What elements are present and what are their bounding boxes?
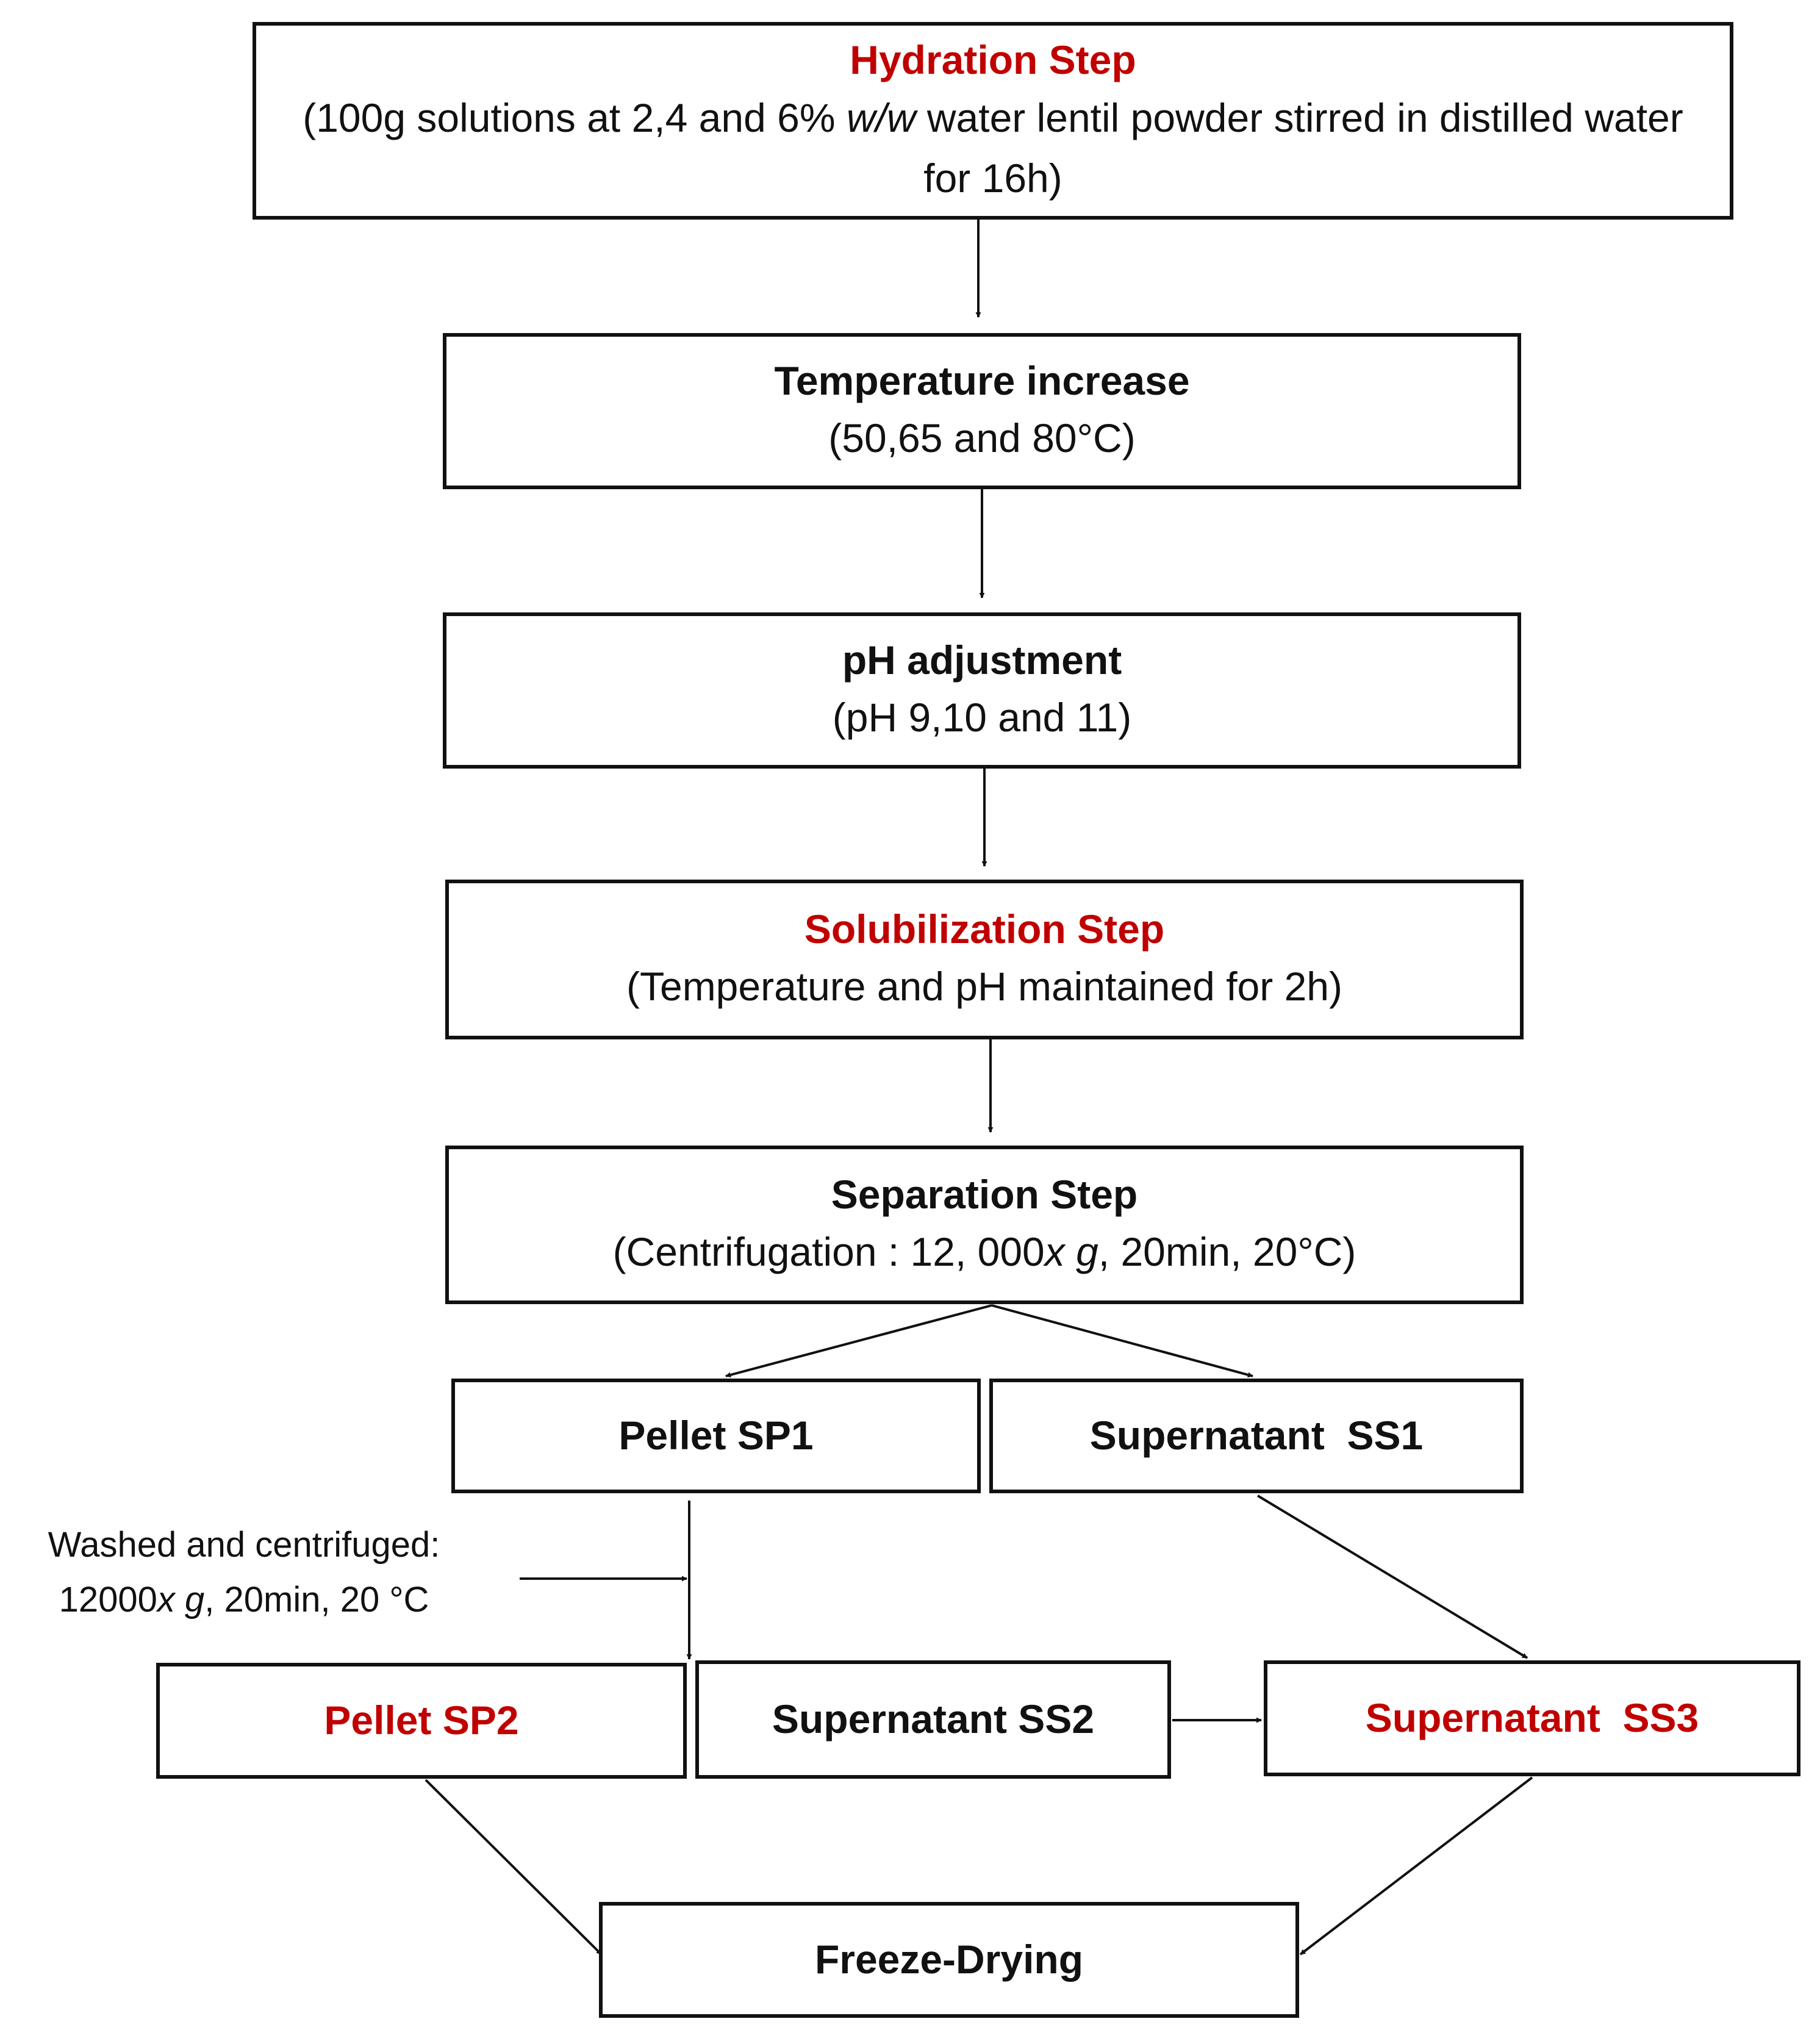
- supernatant-ss2-box: Supernatant SS2: [695, 1660, 1171, 1779]
- ph-adjustment-box: pH adjustment (pH 9,10 and 11): [443, 612, 1521, 769]
- pellet-sp1-title: Pellet SP1: [618, 1413, 814, 1458]
- solubilization-step-box: Solubilization Step (Temperature and pH …: [445, 880, 1524, 1039]
- solubilization-step-title: Solubilization Step: [804, 906, 1165, 952]
- wash-note-text-1: 12000: [59, 1579, 157, 1620]
- temperature-increase-detail: (50,65 and 80°C): [828, 415, 1136, 461]
- hydration-step-title: Hydration Step: [850, 37, 1136, 83]
- arrow-pellet-sp2-to-freeze-drying: [425, 1779, 603, 1956]
- arrow-ss3-to-freeze-drying: [1299, 1776, 1533, 1956]
- pellet-sp2-title: Pellet SP2: [324, 1698, 519, 1743]
- separation-step-title: Separation Step: [831, 1171, 1138, 1217]
- wash-note-text-2: , 20min, 20 °C: [204, 1579, 429, 1620]
- arrow-separation-to-pellet-sp1: [725, 1304, 992, 1378]
- freeze-drying-title: Freeze-Drying: [814, 1937, 1084, 1982]
- arrow-supernatant-ss1-to-ss3: [1256, 1494, 1528, 1659]
- supernatant-ss1-title: Supernatant SS1: [1089, 1413, 1424, 1458]
- wash-note-line2: 12000x g, 20min, 20 °C: [12, 1573, 476, 1627]
- supernatant-ss2-title: Supernatant SS2: [772, 1696, 1095, 1742]
- hydration-detail-italic: w/w: [846, 95, 916, 140]
- hydration-detail-text-1: (100g solutions at 2,4 and 6%: [303, 95, 847, 140]
- temperature-increase-box: Temperature increase (50,65 and 80°C): [443, 333, 1521, 489]
- temperature-increase-title: Temperature increase: [774, 357, 1190, 403]
- ph-adjustment-detail: (pH 9,10 and 11): [832, 695, 1132, 741]
- wash-note: Washed and centrifuged: 12000x g, 20min,…: [12, 1518, 476, 1627]
- hydration-step-box: Hydration Step (100g solutions at 2,4 an…: [253, 22, 1733, 220]
- ph-adjustment-title: pH adjustment: [842, 637, 1122, 683]
- wash-note-line1: Washed and centrifuged:: [48, 1525, 440, 1565]
- pellet-sp2-box: Pellet SP2: [156, 1663, 687, 1779]
- supernatant-ss3-title: Supernatant SS3: [1365, 1695, 1699, 1741]
- hydration-detail-text-2: water lentil powder stirred in distilled…: [915, 95, 1683, 201]
- separation-detail-text-1: (Centrifugation : 12, 000: [612, 1229, 1045, 1275]
- separation-step-detail: (Centrifugation : 12, 000x g, 20min, 20°…: [613, 1222, 1356, 1282]
- supernatant-ss3-box: Supernatant SS3: [1264, 1660, 1800, 1776]
- pellet-sp1-box: Pellet SP1: [451, 1379, 981, 1493]
- wash-note-italic: x g: [157, 1579, 205, 1620]
- solubilization-step-detail: (Temperature and pH maintained for 2h): [626, 964, 1342, 1010]
- freeze-drying-box: Freeze-Drying: [599, 1902, 1299, 2018]
- arrow-separation-to-supernatant-ss1: [991, 1304, 1253, 1378]
- separation-detail-text-2: , 20min, 20°C): [1098, 1229, 1356, 1275]
- separation-step-box: Separation Step (Centrifugation : 12, 00…: [445, 1146, 1524, 1304]
- separation-detail-italic: x g: [1044, 1229, 1098, 1275]
- hydration-step-detail: (100g solutions at 2,4 and 6% w/w water …: [298, 88, 1688, 209]
- supernatant-ss1-box: Supernatant SS1: [989, 1379, 1524, 1493]
